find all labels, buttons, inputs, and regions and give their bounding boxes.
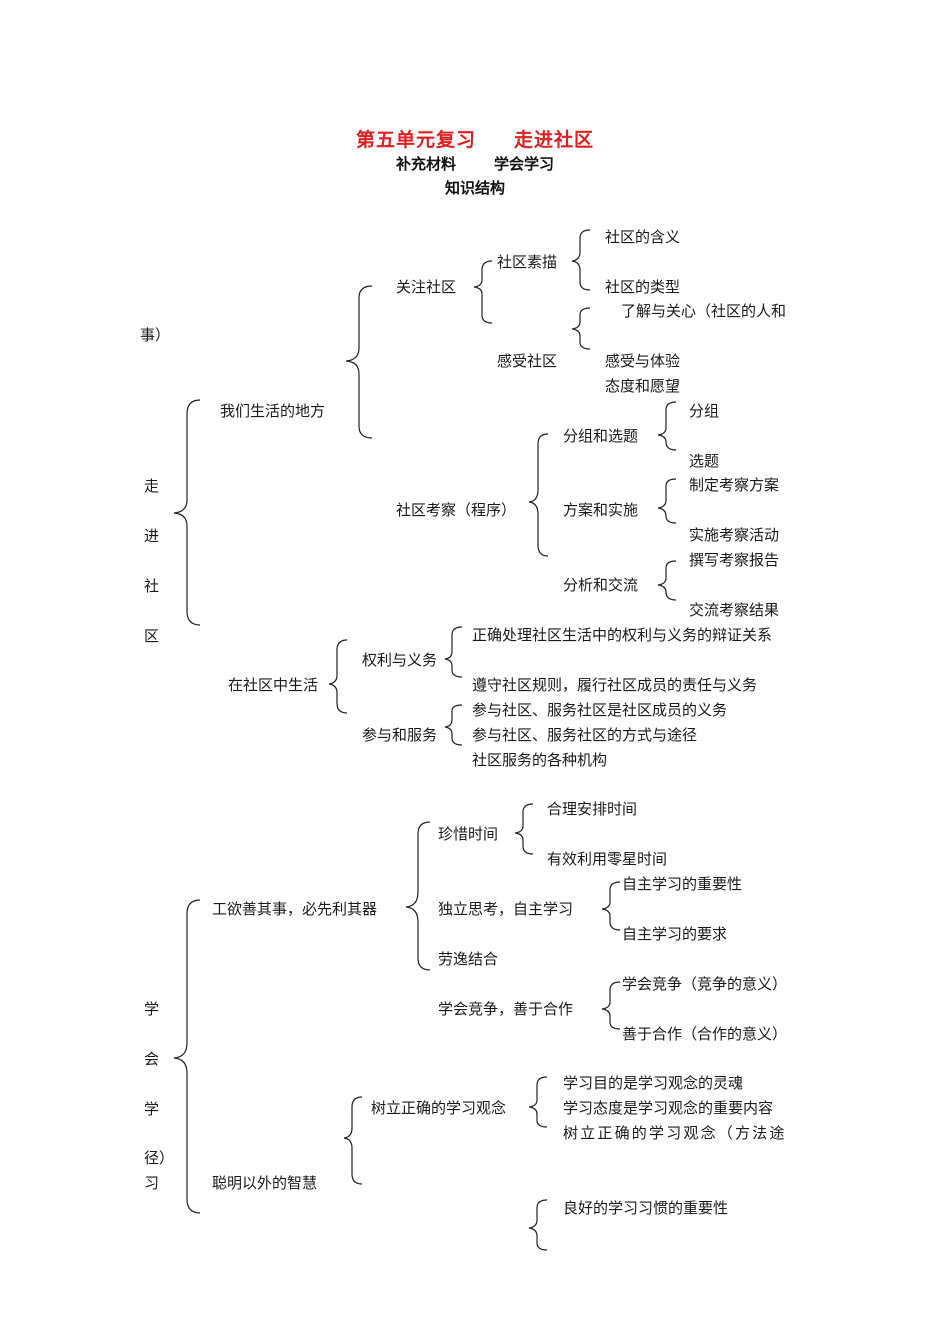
root-char: 进 [144,527,160,545]
node-cherish-time: 珍惜时间 [438,825,499,843]
leaf: 实施考察活动 [689,526,780,544]
root-char: 会 [144,1050,160,1068]
leaf: 正确处理社区生活中的权利与义务的辩证关系 [472,626,773,644]
node-step: 方案和实施 [563,501,639,519]
leaf: 参与社区、服务社区是社区成员的义务 [472,701,728,719]
node-rights-duties: 权利与义务 [362,651,438,669]
node-sketch: 社区素描 [497,253,558,271]
node-compete-cooperate: 学会竞争，善于合作 [438,1000,574,1018]
node-live-in-community: 在社区中生活 [228,676,319,694]
leaf: 有效利用零星时间 [547,850,668,868]
root-char: 径） [144,1149,175,1167]
leaf: 态度和愿望 [605,377,681,395]
root-char: 社 [144,577,160,595]
node-tools: 工欲善其事，必先利其器 [212,900,378,918]
node-balance: 劳逸结合 [438,950,499,968]
title-right: 走进社区 [514,129,595,151]
node-step: 分析和交流 [563,576,639,594]
title-left: 第五单元复习 [355,129,476,151]
section-title: 知识结构 [444,179,505,197]
root-char: 走 [144,477,160,495]
leaf: 社区服务的各种机构 [472,751,608,769]
leaf: 自主学习的重要性 [622,875,743,893]
leaf: 树立正确的学习观念（方法途 [563,1124,787,1142]
root-char: 学 [144,1100,160,1118]
node-living-place: 我们生活的地方 [220,402,326,420]
root-char: 学 [144,1000,160,1018]
node-participate-serve: 参与和服务 [362,726,438,744]
leaf: 学习态度是学习观念的重要内容 [563,1099,774,1117]
node-wisdom: 聪明以外的智慧 [212,1174,318,1192]
stray-text: 事） [140,326,171,344]
leaf: 感受与体验 [605,352,681,370]
leaf: 选题 [689,452,720,470]
leaf: 分组 [689,402,720,420]
node-survey: 社区考察（程序） [396,501,517,519]
node-step: 分组和选题 [563,427,639,445]
leaf: 交流考察结果 [689,601,780,619]
leaf: 社区的含义 [605,228,681,246]
root-char: 习 [144,1174,160,1192]
node-independent: 独立思考，自主学习 [438,900,574,918]
page-title: 第五单元复习 走进社区 [0,125,950,152]
leaf: 良好的学习习惯的重要性 [563,1199,729,1217]
leaf: 自主学习的要求 [622,925,728,943]
leaf: 撰写考察报告 [689,551,780,569]
node-learning-concept: 树立正确的学习观念 [371,1099,507,1117]
subtitle-right: 学会学习 [494,155,555,173]
leaf: 遵守社区规则，履行社区成员的责任与义务 [472,676,758,694]
leaf: 制定考察方案 [689,476,780,494]
leaf: 社区的类型 [605,278,681,296]
leaf: 学习目的是学习观念的灵魂 [563,1074,744,1092]
leaf: 善于合作（合作的意义） [622,1025,788,1043]
page-subtitle: 补充材料 学会学习 [0,153,950,174]
root-char: 区 [144,627,160,645]
leaf: 合理安排时间 [547,800,638,818]
leaf: 学会竞争（竞争的意义） [622,975,788,993]
leaf: 了解与关心（社区的人和 [621,302,787,320]
node-focus-community: 关注社区 [396,278,457,296]
subtitle-left: 补充材料 [395,155,456,173]
node-feel: 感受社区 [497,352,558,370]
leaf: 参与社区、服务社区的方式与途径 [472,726,698,744]
